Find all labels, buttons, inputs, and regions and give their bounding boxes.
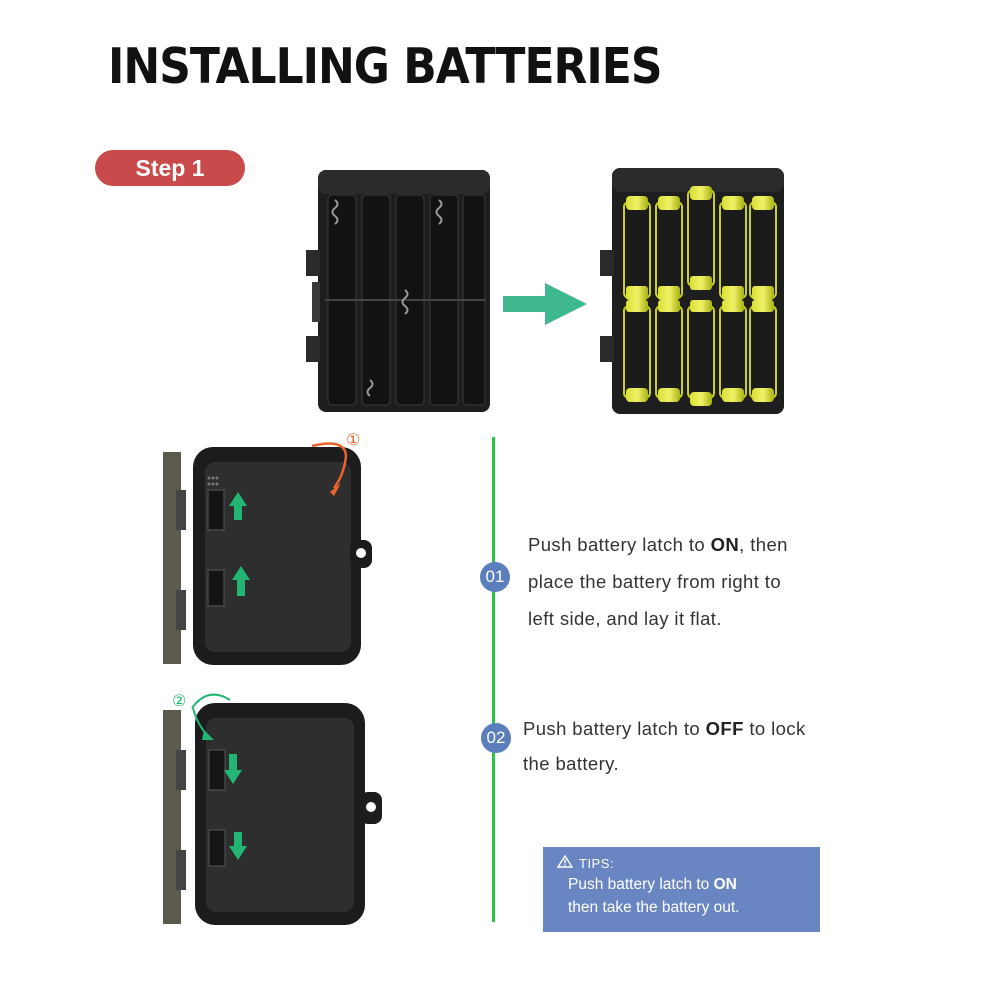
battery-row-bottom <box>623 300 777 406</box>
step-number-01: 01 <box>480 562 510 592</box>
latch-down-arrow-icon <box>224 754 242 784</box>
annotation-circle-1: ① <box>346 430 360 449</box>
step-02-line1-post: to lock <box>743 718 806 739</box>
step-01-line1-post: , then <box>739 534 788 555</box>
timeline-line <box>492 437 495 922</box>
arrow-right-icon <box>503 283 587 325</box>
step-01-line2: place the battery from right to <box>528 571 782 592</box>
step-01-line1-pre: Push battery latch to <box>528 534 711 555</box>
annotation-circle-2: ② <box>172 691 186 710</box>
step-01-on-label: ON <box>710 534 740 555</box>
tips-heading: TIPS: <box>556 854 615 871</box>
step-02-off-label: OFF <box>705 718 744 739</box>
tips-on-label: ON <box>713 876 737 893</box>
step-01-text: Push battery latch to ON, then place the… <box>528 526 788 637</box>
step-badge: Step 1 <box>95 150 245 186</box>
filled-battery-tray <box>600 168 784 414</box>
camera-case-latch-off <box>163 693 382 925</box>
step-01-line3: left side, and lay it flat. <box>528 608 722 629</box>
camera-case-latch-on <box>163 442 372 665</box>
step-02-line1-pre: Push battery latch to <box>523 718 706 739</box>
battery-row-top <box>623 186 777 300</box>
empty-battery-tray <box>306 170 490 412</box>
latch-up-arrow-icon <box>229 492 247 520</box>
tips-line-1: Push battery latch to ON <box>568 876 737 894</box>
tips-line-2: then take the battery out. <box>568 899 740 916</box>
green-arrow-icon <box>202 730 214 740</box>
step-number-02: 02 <box>481 723 511 753</box>
latch-up-arrow-icon <box>232 566 250 596</box>
step-02-text: Push battery latch to OFF to lock the ba… <box>523 711 806 781</box>
tips-box: TIPS: Push battery latch to ON then take… <box>543 847 820 932</box>
orange-arrow-icon <box>330 483 341 496</box>
latch-down-arrow-icon <box>229 832 247 860</box>
tips-heading-label: TIPS: <box>579 856 615 871</box>
page-title: INSTALLING BATTERIES <box>108 38 663 96</box>
warning-icon <box>556 854 574 871</box>
tips-line1-pre: Push battery latch to <box>568 876 714 893</box>
step-02-line2: the battery. <box>523 753 619 774</box>
